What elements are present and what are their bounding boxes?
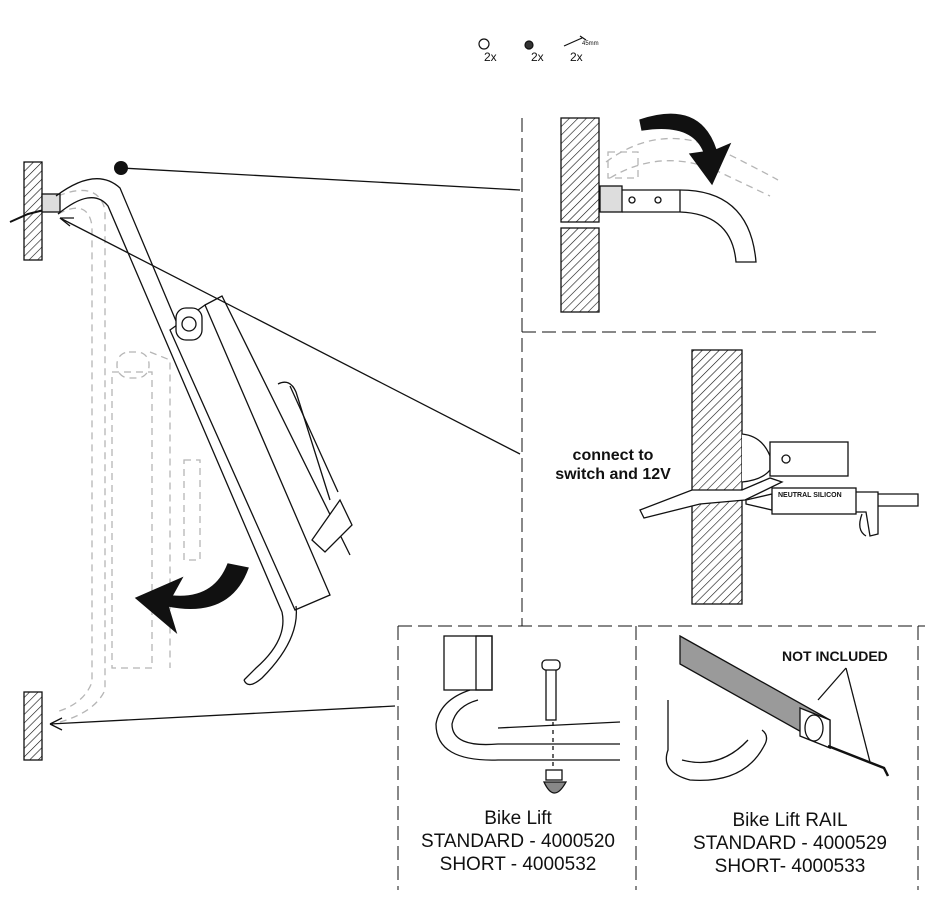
panel-dividers bbox=[397, 118, 925, 890]
main-view bbox=[9, 161, 521, 761]
silicone-gun bbox=[745, 487, 919, 537]
caption-bike-lift: Bike Lift STANDARD - 4000520 SHORT - 400… bbox=[400, 808, 636, 876]
detail-wiring bbox=[639, 349, 919, 605]
rotate-arrow-clockwise bbox=[639, 113, 732, 186]
bolt-qty: 2x bbox=[570, 50, 583, 64]
nut-qty: 2x bbox=[484, 50, 497, 64]
detail-bike-lift-rail bbox=[665, 634, 890, 782]
hardware-icons bbox=[478, 35, 587, 50]
not-included-label: NOT INCLUDED bbox=[782, 648, 888, 664]
detail-bike-lift-bolt bbox=[435, 635, 621, 794]
caption-rail-short: SHORT- 4000533 bbox=[714, 855, 866, 877]
caption-bike-lift-short: SHORT - 4000532 bbox=[439, 853, 597, 875]
caption-rail-title: Bike Lift RAIL bbox=[732, 810, 848, 831]
mounting-bracket bbox=[41, 193, 61, 213]
nut-icon bbox=[478, 38, 490, 50]
rotate-arrow-down bbox=[134, 563, 249, 634]
lift-lowered-ghost bbox=[55, 189, 201, 723]
bolt-icon bbox=[563, 35, 587, 47]
power-cable bbox=[9, 209, 45, 223]
caption-bike-lift-standard: STANDARD - 4000520 bbox=[421, 830, 615, 852]
washer-qty: 2x bbox=[531, 50, 544, 64]
lift-arm-raised bbox=[55, 178, 353, 686]
caption-bike-lift-rail: Bike Lift RAIL STANDARD - 4000529 SHORT-… bbox=[676, 810, 904, 878]
wall-bottom bbox=[23, 691, 43, 761]
leader-to-detail-top bbox=[120, 167, 521, 191]
connect-callout: connect to switch and 12V bbox=[555, 447, 671, 484]
hex-key bbox=[827, 744, 890, 777]
detail-arm-rotation bbox=[560, 113, 779, 313]
leader-arrow-top bbox=[59, 217, 74, 227]
caption-rail-standard: STANDARD - 4000529 bbox=[693, 832, 887, 854]
bolt-length: 45mm bbox=[582, 41, 599, 47]
leader-to-detail-bottom bbox=[49, 705, 396, 725]
caption-bike-lift-title: Bike Lift bbox=[484, 808, 552, 829]
leader-to-detail-middle bbox=[59, 217, 521, 455]
leader-arrow-bottom bbox=[49, 717, 63, 731]
washer-icon bbox=[524, 40, 534, 50]
cable-through-wall bbox=[639, 477, 784, 519]
silicon-label: NEUTRAL SILICON bbox=[778, 492, 842, 499]
